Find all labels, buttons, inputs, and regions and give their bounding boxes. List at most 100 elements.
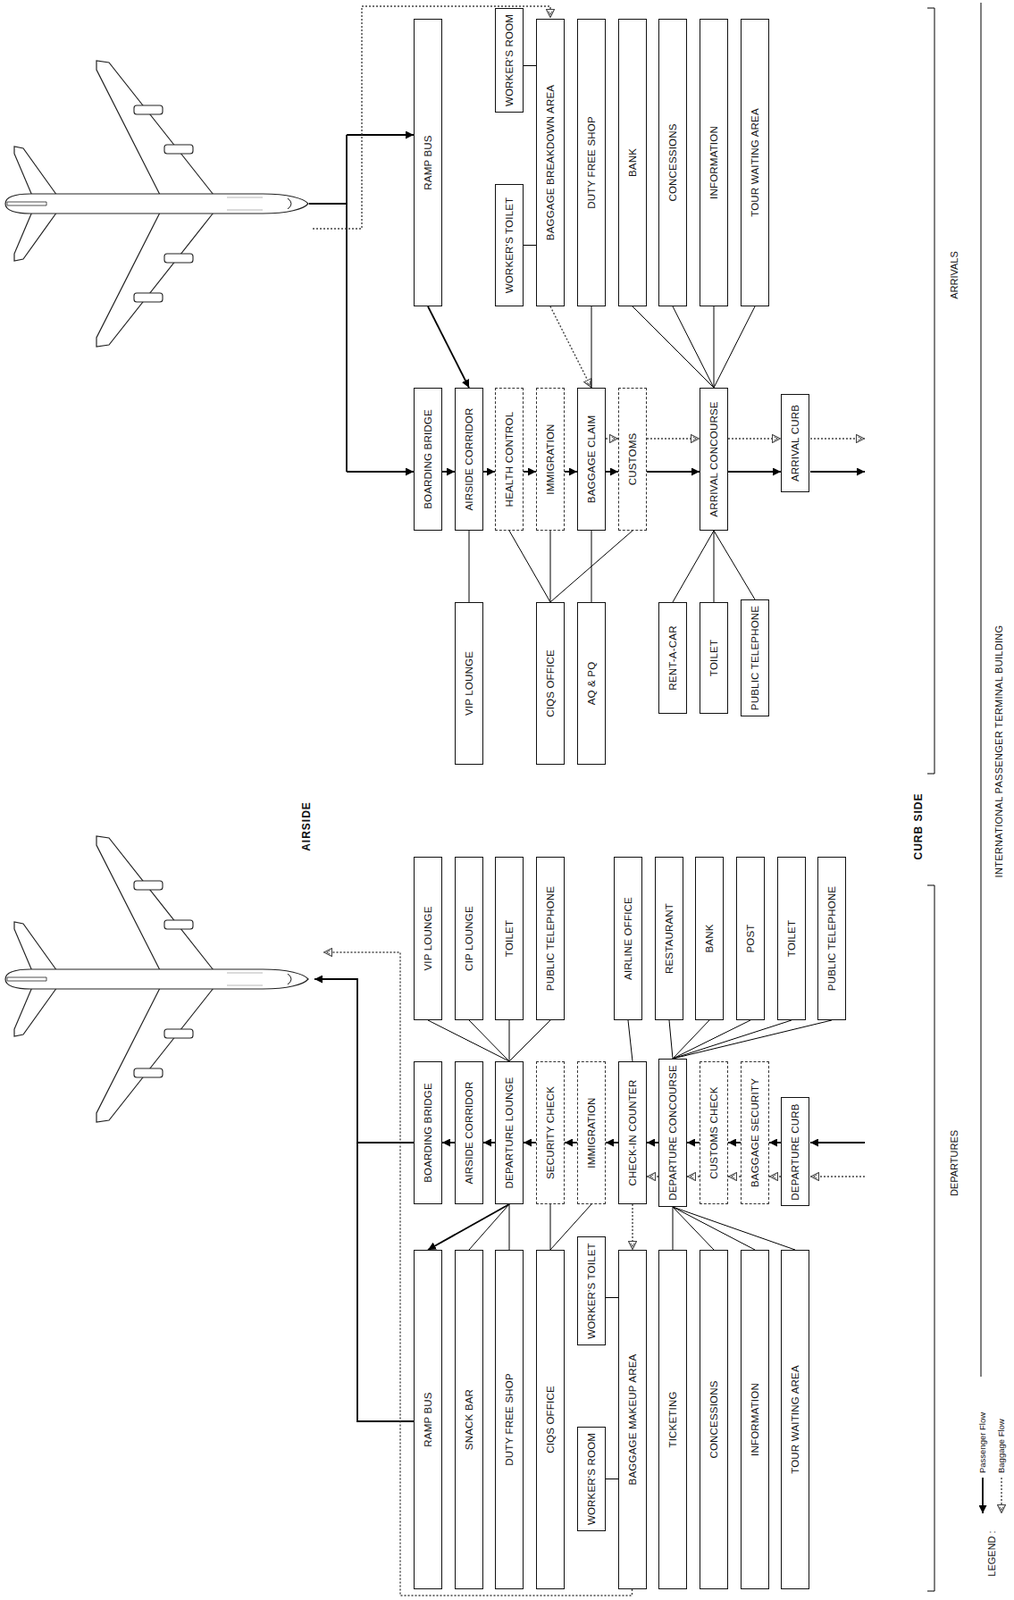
facility-box: TOUR WAITING AREA <box>740 18 770 307</box>
control-box: IMMIGRATION <box>577 1061 606 1205</box>
baggage-flow-line <box>323 952 633 1596</box>
facility-box: RAMP BUS <box>413 1249 443 1590</box>
passenger-flow-arrow <box>523 1141 537 1144</box>
facility-box: DUTY FREE SHOP <box>494 1249 524 1590</box>
link-line <box>672 1206 796 1250</box>
box-label: RAMP BUS <box>422 134 434 190</box>
facility-box: INFORMATION <box>699 18 729 307</box>
facility-box: ARRIVAL CONCOURSE <box>699 387 729 531</box>
box-label: CUSTOMS CHECK <box>708 1086 720 1179</box>
link-line <box>509 1020 551 1062</box>
link-line <box>427 1020 510 1062</box>
facility-box: WORKER'S ROOM <box>577 1426 606 1532</box>
box-label: WORKER'S TOILET <box>586 1242 597 1340</box>
baggage-flow-arrow <box>728 437 781 439</box>
link-line <box>605 1297 619 1299</box>
link-line <box>509 1204 511 1250</box>
title-rule <box>980 2 982 1377</box>
passenger-flow-line <box>309 202 347 205</box>
box-label: IMMIGRATION <box>544 423 556 495</box>
box-label: TOUR WAITING AREA <box>749 108 761 218</box>
link-line <box>632 306 714 388</box>
control-box: IMMIGRATION <box>536 387 565 531</box>
baggage-flow-arrow <box>631 1204 633 1250</box>
passenger-flow-arrow <box>687 1141 700 1144</box>
passenger-flow-arrow <box>646 470 700 473</box>
facility-box: SNACK BAR <box>454 1249 484 1590</box>
passenger-flow-arrow <box>646 1141 659 1144</box>
facility-box: AIRSIDE CORRIDOR <box>454 387 484 531</box>
passenger-flow-arrow <box>564 470 578 473</box>
link-line <box>672 1020 751 1059</box>
link-line <box>550 1204 552 1250</box>
link-line <box>672 1020 792 1059</box>
link-line <box>628 1020 633 1062</box>
facility-box: BANK <box>695 856 724 1021</box>
box-label: DEPARTURE LOUNGE <box>503 1077 515 1190</box>
link-line <box>672 1206 714 1250</box>
facility-box: RAMP BUS <box>413 18 443 307</box>
box-label: IMMIGRATION <box>586 1097 597 1168</box>
section-label: CURB SIDE <box>912 792 925 860</box>
baggage-flow-line <box>810 1175 865 1177</box>
facility-box: DEPARTURE CONCOURSE <box>658 1058 688 1207</box>
box-label: AIRLINE OFFICE <box>622 896 634 981</box>
box-label: BAGGAGE MAKEUP AREA <box>627 1354 638 1486</box>
link-line <box>669 1020 673 1059</box>
passenger-flow-arrow <box>769 1141 781 1144</box>
box-label: SECURITY CHECK <box>544 1086 556 1180</box>
facility-box: TOILET <box>494 856 524 1021</box>
passenger-flow-arrow <box>483 1141 495 1144</box>
link-line <box>509 530 551 603</box>
facility-box: WORKER'S TOILET <box>577 1236 606 1346</box>
link-line <box>713 306 715 388</box>
link-line <box>469 530 470 603</box>
box-label: BANK <box>703 923 715 953</box>
control-box: SECURITY CHECK <box>536 1061 565 1205</box>
passenger-flow-arrow <box>427 1204 510 1250</box>
box-label: INFORMATION <box>749 1382 761 1457</box>
box-label: HEALTH CONTROL <box>503 411 515 508</box>
link-line <box>469 1020 510 1062</box>
box-label: TOILET <box>503 920 515 957</box>
passenger-flow-arrow <box>728 1141 741 1144</box>
box-label: ARRIVAL CONCOURSE <box>708 401 720 517</box>
link-line <box>672 1206 674 1250</box>
link-line <box>523 244 537 246</box>
box-label: AIRSIDE CORRIDOR <box>463 1081 475 1184</box>
passenger-flow-arrow <box>427 306 470 388</box>
link-line <box>672 306 714 388</box>
box-label: INFORMATION <box>708 125 720 200</box>
legend-sample-line <box>981 1477 984 1514</box>
box-label: DUTY FREE SHOP <box>586 116 597 210</box>
link-line <box>672 1206 755 1250</box>
link-line <box>550 530 552 603</box>
arrival-airplane <box>5 60 309 347</box>
box-label: BOARDING BRIDGE <box>422 409 434 510</box>
passenger-flow-line <box>357 1142 414 1422</box>
facility-box: BOARDING BRIDGE <box>413 1061 443 1205</box>
box-label: SNACK BAR <box>463 1389 475 1450</box>
baggage-flow-arrow <box>605 437 619 439</box>
section-label: AIRSIDE <box>300 801 313 852</box>
passenger-flow-arrow <box>483 470 495 473</box>
facility-box: TOUR WAITING AREA <box>780 1249 810 1590</box>
link-line <box>550 530 633 603</box>
legend-text: Passenger Flow <box>977 1412 988 1474</box>
passenger-flow-line <box>314 979 414 1143</box>
facility-box: DUTY FREE SHOP <box>577 18 606 307</box>
box-label: POST <box>745 923 756 953</box>
facility-box: DEPARTURE LOUNGE <box>494 1061 524 1205</box>
box-label: TOUR WAITING AREA <box>789 1365 801 1475</box>
passenger-flow-arrow <box>728 470 781 473</box>
box-label: DEPARTURE CONCOURSE <box>667 1064 679 1201</box>
passenger-flow-line <box>810 1141 865 1144</box>
baggage-flow-line <box>810 437 865 439</box>
box-label: CUSTOMS <box>627 433 638 487</box>
box-label: BAGGAGE SECURITY <box>749 1078 761 1188</box>
passenger-flow-arrow <box>605 470 619 473</box>
section-bracket <box>927 8 935 774</box>
box-label: RESTAURANT <box>663 903 675 974</box>
section-label: ARRIVALS <box>948 251 960 300</box>
